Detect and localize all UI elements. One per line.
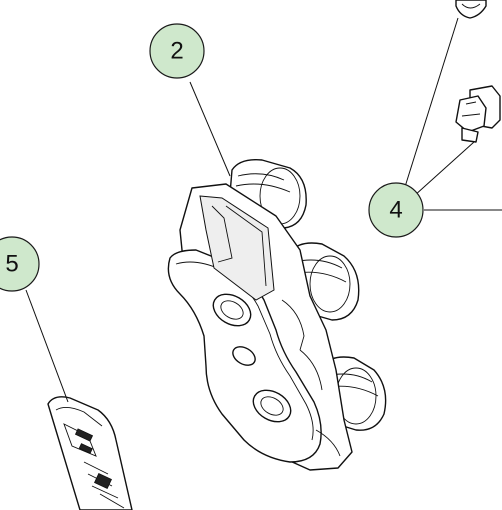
fastener-top [455, 0, 487, 19]
callout-2-label: 2 [170, 38, 183, 65]
warning-label-sticker [47, 396, 133, 510]
callout-2: 2 [149, 23, 205, 79]
sprocket-bracket-assembly [167, 159, 387, 471]
fastener-bolt [455, 85, 501, 143]
callout-5: 5 [0, 236, 40, 292]
leader-line-2 [189, 81, 231, 177]
leader-line-4b [413, 141, 475, 197]
callout-4: 4 [368, 182, 424, 238]
callout-4-label: 4 [389, 197, 402, 224]
callout-5-label: 5 [5, 251, 18, 278]
leader-line-5 [25, 289, 69, 403]
leader-line-4a [403, 17, 459, 191]
